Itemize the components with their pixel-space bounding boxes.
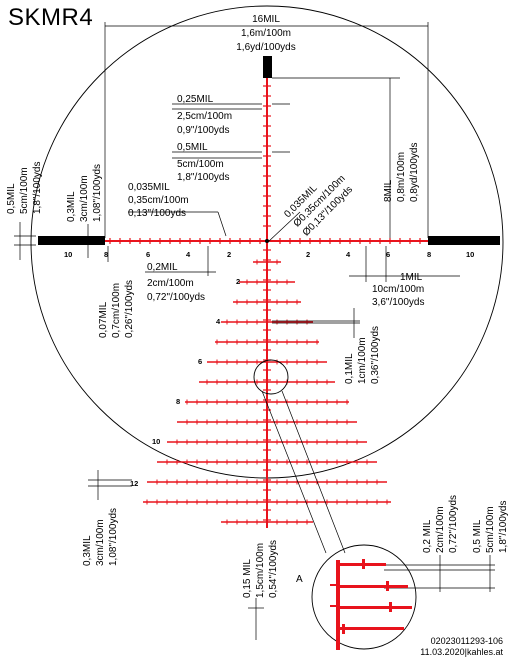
footer: 02023011293-106 11.03.2020|kahles.at [420,636,503,658]
reticle-title: SKMR4 [8,4,94,31]
left-post [38,236,105,245]
svg-text:0,07MIL: 0,07MIL [98,301,109,338]
horizontal-scale-numbers: 10 8 6 4 2 2 4 6 8 10 [64,250,474,259]
label-05mil-detail: 0,5 MIL 5cm/100m 1,8"/100yds [472,501,509,553]
svg-text:2cm/100m: 2cm/100m [435,506,446,553]
detail-magnified-lines [330,559,412,650]
footer-date-site: 11.03.2020|kahles.at [420,647,503,657]
svg-text:16MIL: 16MIL [252,14,280,25]
svg-text:3,6"/100yds: 3,6"/100yds [372,297,424,308]
svg-text:0,8yd/100yds: 0,8yd/100yds [409,143,420,203]
svg-text:1,6yd/100yds: 1,6yd/100yds [236,42,296,53]
svg-text:0,13"/100yds: 0,13"/100yds [128,208,186,219]
svg-text:0,1MIL: 0,1MIL [344,353,355,384]
reticle-red-lines [105,78,428,528]
h-num-4-right: 4 [346,250,351,259]
svg-text:5cm/100m: 5cm/100m [19,167,30,214]
svg-text:0,2MIL: 0,2MIL [147,262,178,273]
svg-text:0,5 MIL: 0,5 MIL [472,519,483,553]
svg-text:0,35cm/100m: 0,35cm/100m [128,195,189,206]
h-num-2-right: 2 [306,250,310,259]
svg-text:0,3MIL: 0,3MIL [82,535,93,566]
h-num-8-right: 8 [427,250,431,259]
label-03mil-left: 0,3MIL 3cm/100m 1,08"/100yds [66,164,103,222]
svg-text:0,8m/100m: 0,8m/100m [396,152,407,202]
svg-text:0,7cm/100m: 0,7cm/100m [111,283,122,338]
v-num-8: 8 [176,397,180,406]
label-025mil: 0,25MIL 2,5cm/100m 0,9"/100yds [177,94,232,136]
svg-text:1,8"/100yds: 1,8"/100yds [177,172,229,183]
label-01mil: 0,1MIL 1cm/100m 0,36"/100yds [344,326,381,384]
svg-text:0,36"/100yds: 0,36"/100yds [370,326,381,384]
v-num-12: 12 [130,479,138,488]
svg-text:0,2 MIL: 0,2 MIL [422,519,433,553]
v-num-6: 6 [198,357,202,366]
svg-text:0,5MIL: 0,5MIL [177,142,208,153]
svg-text:1,6m/100m: 1,6m/100m [241,28,291,39]
svg-text:1,08"/100yds: 1,08"/100yds [108,508,119,566]
svg-text:3cm/100m: 3cm/100m [95,519,106,566]
label-015mil: 0,15 MIL 1,5cm/100m 0,54"/100yds [242,540,279,598]
detail-label-a: A [296,574,303,585]
center-dot [265,239,269,243]
svg-text:0,9"/100yds: 0,9"/100yds [177,125,229,136]
svg-text:5cm/100m: 5cm/100m [177,159,224,170]
label-8mil: 8MIL 0,8m/100m 0,8yd/100yds [383,143,420,203]
v-num-10: 10 [152,437,160,446]
h-num-10-left: 10 [64,250,72,259]
label-dot-size: 0,035MIL Ø0,35cm/100m Ø0,13"/100yds [282,173,355,238]
right-post [428,236,500,245]
svg-text:1,8"/100yds: 1,8"/100yds [32,162,43,214]
h-num-6-left: 6 [146,250,150,259]
label-0035mil: 0,035MIL 0,35cm/100m 0,13"/100yds [128,182,189,219]
label-16mil: 16MIL 1,6m/100m 1,6yd/100yds [236,14,296,53]
svg-text:2cm/100m: 2cm/100m [147,278,194,289]
dimension-lines [14,22,495,650]
label-007mil: 0,07MIL 0,7cm/100m 0,26"/100yds [98,280,135,338]
svg-text:0,72"/100yds: 0,72"/100yds [448,495,459,553]
svg-text:5cm/100m: 5cm/100m [485,506,496,553]
svg-text:10cm/100m: 10cm/100m [372,284,424,295]
h-num-8-left: 8 [104,250,108,259]
h-num-4-left: 4 [186,250,191,259]
label-02mil: 0,2MIL 2cm/100m 0,72"/100yds [147,262,205,303]
svg-text:0,035MIL: 0,035MIL [128,182,170,193]
svg-text:8MIL: 8MIL [383,179,394,202]
svg-text:0,72"/100yds: 0,72"/100yds [147,292,205,303]
vertical-scale-numbers: 2 4 6 8 10 12 [130,277,240,488]
h-num-6-right: 6 [386,250,390,259]
v-num-2: 2 [236,277,240,286]
label-02mil-detail: 0,2 MIL 2cm/100m 0,72"/100yds [422,495,459,553]
svg-text:0,5MIL: 0,5MIL [6,183,17,214]
v-num-4: 4 [216,317,221,326]
svg-text:3cm/100m: 3cm/100m [79,175,90,222]
svg-text:2,5cm/100m: 2,5cm/100m [177,111,232,122]
svg-text:1,5cm/100m: 1,5cm/100m [255,543,266,598]
svg-text:1MIL: 1MIL [400,272,423,283]
footer-code: 02023011293-106 [430,636,503,646]
svg-text:0,54"/100yds: 0,54"/100yds [268,540,279,598]
svg-text:1,8"/100yds: 1,8"/100yds [498,501,509,553]
label-05mil-top: 0,5MIL 5cm/100m 1,8"/100yds [177,142,229,183]
svg-text:0,15 MIL: 0,15 MIL [242,559,253,598]
label-05mil-left: 0,5MIL 5cm/100m 1,8"/100yds [6,162,43,214]
svg-text:1,08"/100yds: 1,08"/100yds [92,164,103,222]
svg-text:0,3MIL: 0,3MIL [66,191,77,222]
h-num-10-right: 10 [466,250,474,259]
svg-text:0,25MIL: 0,25MIL [177,94,214,105]
top-post [263,56,272,78]
h-num-2-left: 2 [227,250,231,259]
label-1mil: 1MIL 10cm/100m 3,6"/100yds [372,272,424,308]
svg-text:1cm/100m: 1cm/100m [357,337,368,384]
label-03mil-bottom: 0,3MIL 3cm/100m 1,08"/100yds [82,508,119,566]
svg-text:0,26"/100yds: 0,26"/100yds [124,280,135,338]
